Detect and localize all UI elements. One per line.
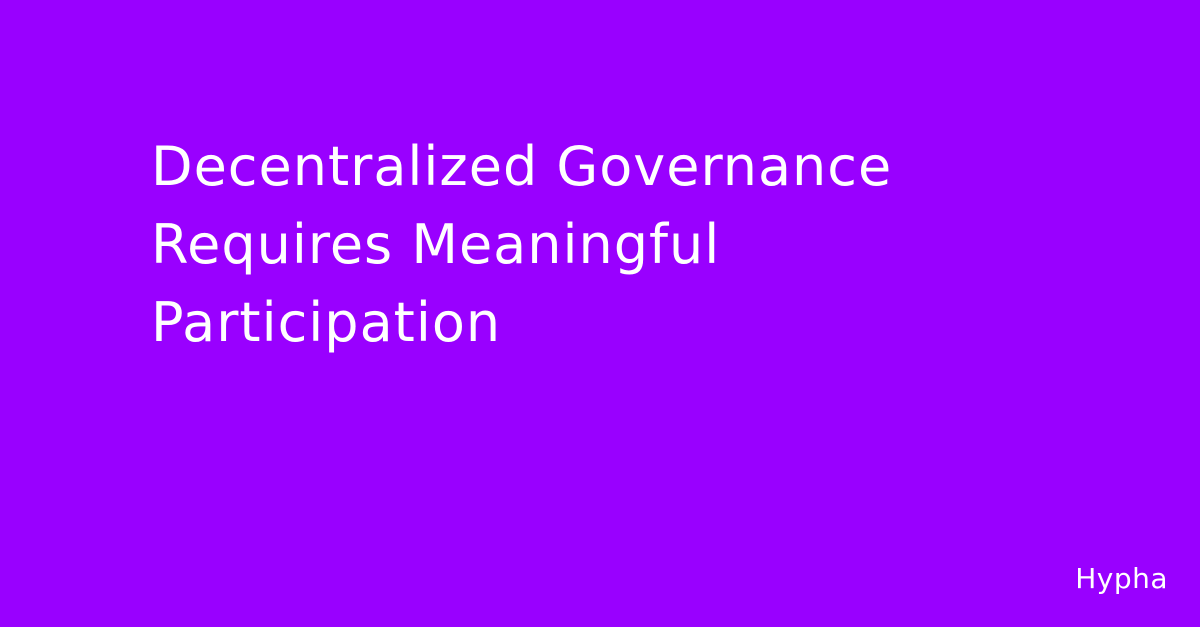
headline-line-3: Participation [151, 291, 502, 354]
brand-wordmark: Hypha [1075, 562, 1168, 595]
headline-line-1: Decentralized Governance [151, 135, 893, 198]
headline-title: Decentralized Governance Requires Meanin… [151, 128, 1031, 362]
headline-line-2: Requires Meaningful [151, 213, 721, 276]
